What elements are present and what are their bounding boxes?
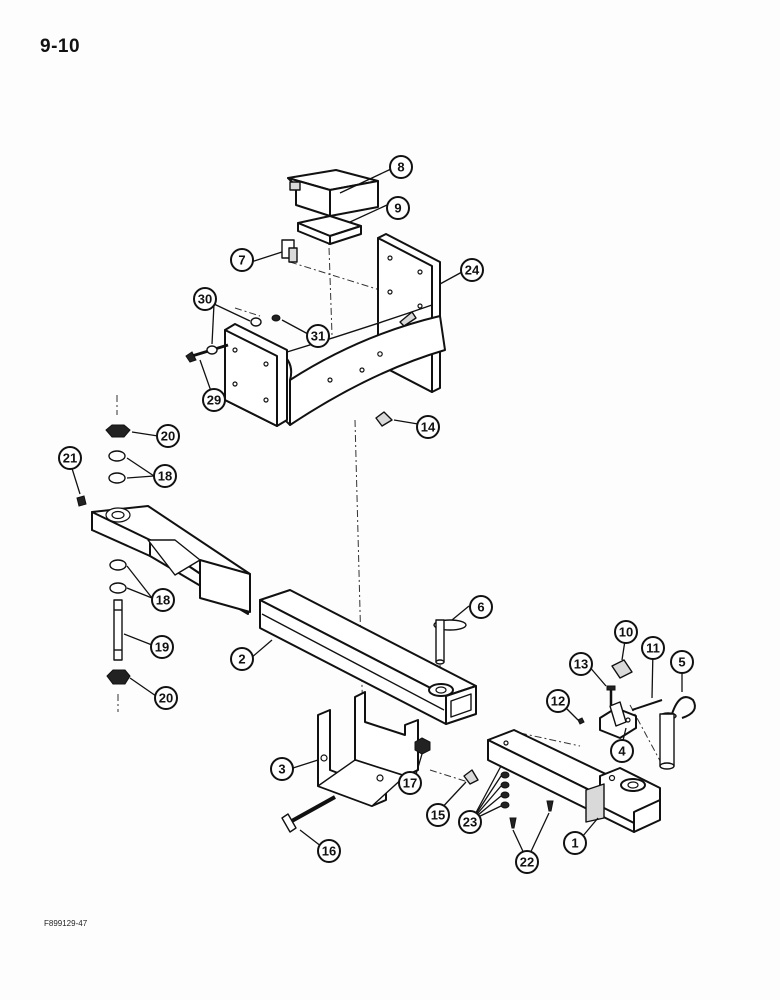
- part-20-nut-bottom: [106, 669, 131, 685]
- part-16-bolt: [281, 795, 336, 833]
- callout-20-bottom: 20: [154, 686, 178, 710]
- callout-22: 22: [515, 850, 539, 874]
- part-31-nut: [271, 314, 281, 322]
- callout-19: 19: [150, 635, 174, 659]
- svg-text:7: 7: [238, 253, 245, 268]
- part-5-hitch-pin: [659, 696, 696, 770]
- callout-11: 11: [641, 636, 665, 660]
- svg-text:17: 17: [403, 776, 417, 791]
- callout-23: 23: [458, 810, 482, 834]
- svg-text:21: 21: [63, 451, 77, 466]
- callout-16: 16: [317, 839, 341, 863]
- callout-10: 10: [614, 620, 638, 644]
- svg-text:15: 15: [431, 808, 445, 823]
- callout-13: 13: [569, 652, 593, 676]
- callout-29: 29: [202, 388, 226, 412]
- part-4-bracket: [599, 701, 637, 739]
- callout-18-bottom: 18: [151, 588, 175, 612]
- callout-1: 1: [563, 831, 587, 855]
- callout-8: 8: [389, 155, 413, 179]
- callout-3: 3: [270, 757, 294, 781]
- part-1-drawbar: [487, 729, 661, 833]
- part-17-nut: [414, 737, 431, 755]
- part-11-pin: [631, 699, 663, 711]
- svg-text:10: 10: [619, 625, 633, 640]
- part-7-bracket: [281, 239, 298, 263]
- part-15-clip: [463, 769, 479, 785]
- callout-12: 12: [546, 689, 570, 713]
- part-10-plate: [611, 659, 633, 679]
- svg-text:11: 11: [646, 641, 660, 656]
- svg-text:6: 6: [477, 600, 484, 615]
- part-18-washers-bottom: [109, 559, 127, 594]
- svg-text:22: 22: [520, 855, 534, 870]
- svg-text:16: 16: [322, 844, 336, 859]
- page-number: 9-10: [40, 36, 81, 57]
- callout-6: 6: [469, 595, 493, 619]
- part-9-pad: [297, 215, 362, 245]
- svg-text:18: 18: [158, 469, 172, 484]
- callout-14: 14: [416, 415, 440, 439]
- svg-text:20: 20: [161, 429, 175, 444]
- part-24-frame: [224, 233, 446, 427]
- svg-text:13: 13: [574, 657, 588, 672]
- svg-text:2: 2: [238, 652, 245, 667]
- part-21-grease-fitting: [76, 495, 87, 507]
- callout-9: 9: [386, 196, 410, 220]
- svg-text:29: 29: [207, 393, 221, 408]
- callouts: 8 9 7 24 30 31 29 14 20 21 18 18 19 20 6…: [58, 155, 694, 874]
- part-3-clamp: [317, 691, 419, 807]
- callout-4: 4: [610, 739, 634, 763]
- svg-text:3: 3: [278, 762, 285, 777]
- part-22-screws: [509, 800, 554, 829]
- svg-text:18: 18: [156, 593, 170, 608]
- callout-5: 5: [670, 650, 694, 674]
- svg-text:23: 23: [463, 815, 477, 830]
- svg-text:20: 20: [159, 691, 173, 706]
- part-2-tube: [259, 589, 477, 725]
- part-13-bolt: [606, 685, 616, 705]
- callout-7: 7: [230, 248, 254, 272]
- left-arm: [91, 505, 251, 615]
- part-19-stud: [113, 599, 123, 661]
- svg-text:5: 5: [678, 655, 685, 670]
- part-8-clip: [287, 169, 379, 217]
- part-30-washers: [206, 317, 262, 355]
- svg-text:9: 9: [394, 201, 401, 216]
- svg-text:31: 31: [311, 329, 325, 344]
- callout-31: 31: [306, 324, 330, 348]
- part-18-washers-top: [108, 450, 126, 484]
- svg-text:14: 14: [421, 420, 436, 435]
- callout-21: 21: [58, 446, 82, 470]
- part-12-pin: [577, 717, 585, 725]
- figure-code: F899129-47: [44, 919, 88, 928]
- svg-text:12: 12: [551, 694, 565, 709]
- svg-text:30: 30: [198, 292, 212, 307]
- callout-24: 24: [460, 258, 484, 282]
- svg-text:4: 4: [618, 744, 626, 759]
- svg-text:8: 8: [397, 160, 404, 175]
- callout-18-top: 18: [153, 464, 177, 488]
- svg-text:1: 1: [571, 836, 578, 851]
- part-14-clip: [375, 411, 393, 427]
- callout-15: 15: [426, 803, 450, 827]
- part-20-nut-top: [105, 424, 131, 438]
- callout-30: 30: [193, 287, 217, 311]
- callout-2: 2: [230, 647, 254, 671]
- svg-text:24: 24: [465, 263, 480, 278]
- svg-text:19: 19: [155, 640, 169, 655]
- part-29-bolt: [185, 343, 229, 363]
- callout-20-top: 20: [156, 424, 180, 448]
- part-6-pin: [433, 619, 467, 665]
- callout-17: 17: [398, 771, 422, 795]
